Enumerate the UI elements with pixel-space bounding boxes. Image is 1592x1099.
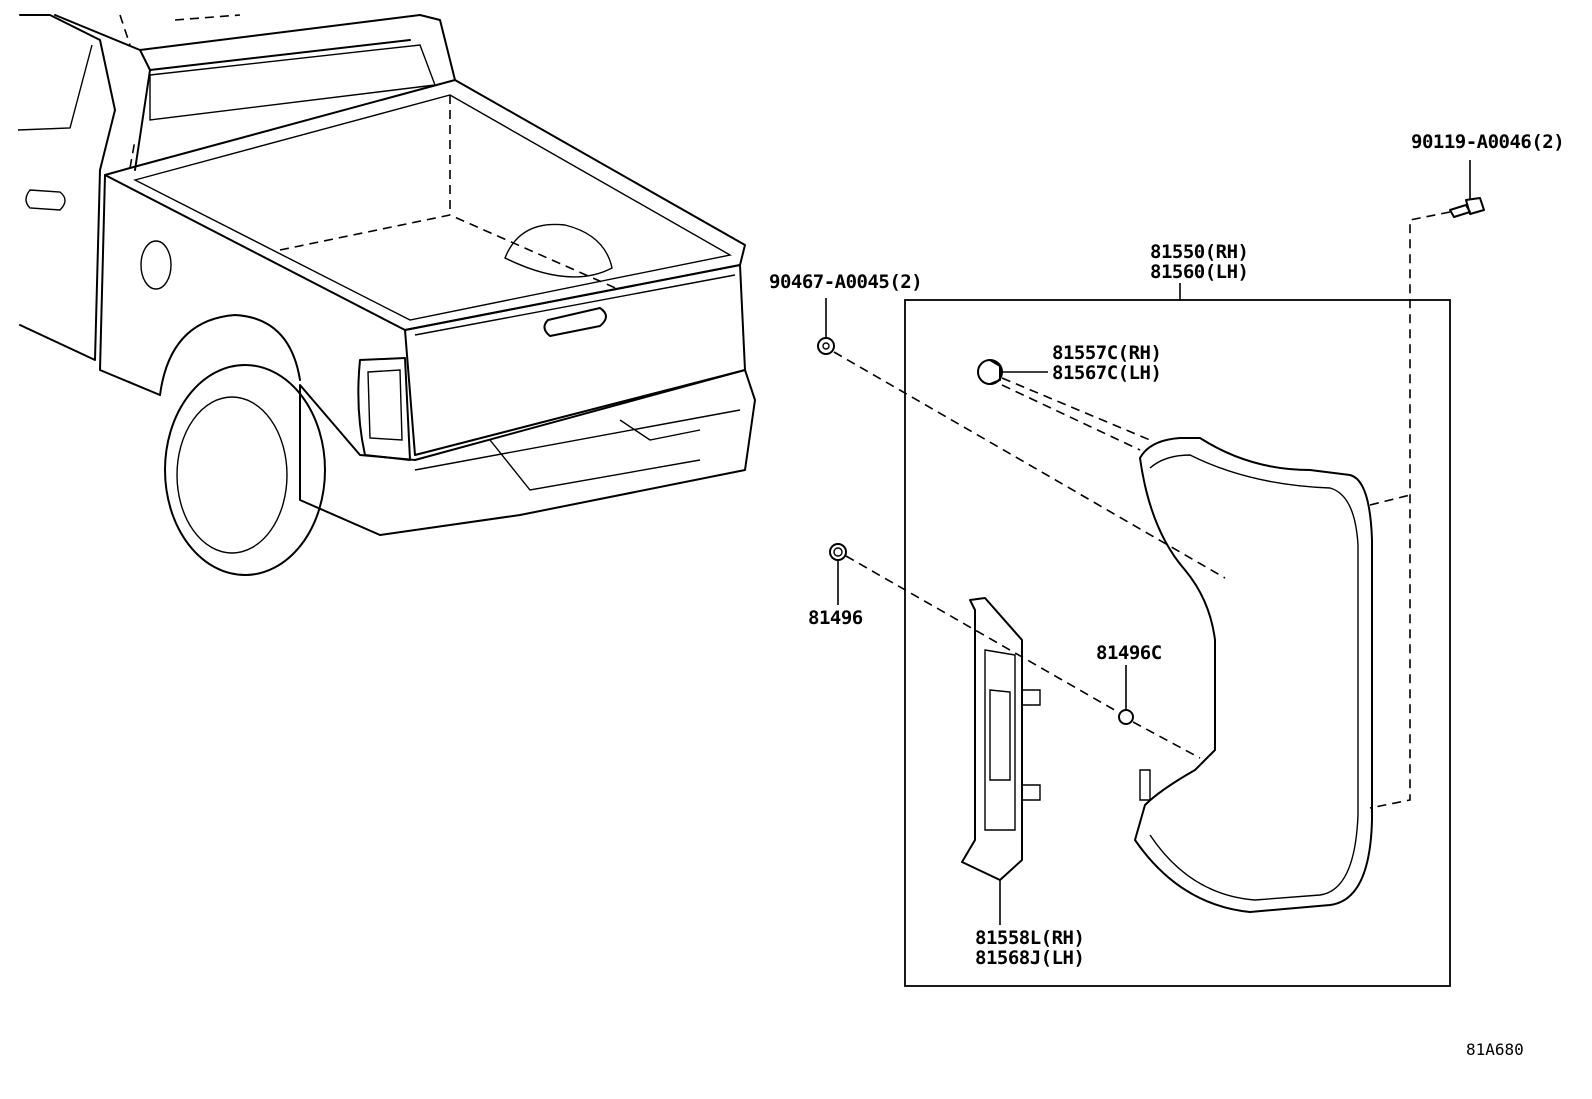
label-lens-rh: 81558L(RH) [975,927,1085,949]
lens-illustration [961,597,1041,925]
label-lamp-rh: 81550(RH) [1150,241,1249,263]
tail-lamp-illustration [1134,437,1373,913]
label-socket-rh: 81557C(RH) [1052,342,1162,364]
label-lens-lh: 81568J(LH) [975,947,1085,969]
clip-icon [817,298,835,355]
label-gasket-c: 81496C [1096,642,1162,664]
assembly-box [904,299,1451,987]
bolt-icon [1449,160,1485,218]
truck-illustration [17,14,756,576]
gasket-icon [829,543,847,605]
drawing-code: 81A680 [1466,1040,1524,1059]
label-socket-lh: 81567C(LH) [1052,362,1162,384]
label-clip: 90467-A0045(2) [769,271,923,293]
label-gasket: 81496 [808,607,863,629]
label-lamp-lh: 81560(LH) [1150,261,1249,283]
label-bolt: 90119-A0046(2) [1411,131,1565,153]
gasket-c-icon [1118,665,1134,725]
socket-icon [977,359,1048,385]
